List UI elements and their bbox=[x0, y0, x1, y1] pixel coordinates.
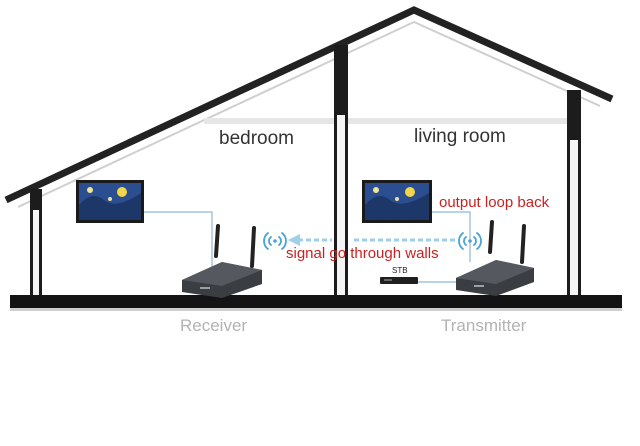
stb-label: STB bbox=[392, 266, 408, 275]
transmitter-caption: Transmitter bbox=[441, 316, 527, 335]
tv-icon bbox=[76, 180, 144, 223]
roof bbox=[4, 6, 614, 208]
wireless-receiver-icon bbox=[182, 224, 262, 298]
set-top-box-icon bbox=[380, 277, 418, 284]
floor bbox=[10, 295, 622, 308]
signal-note: signal go through walls bbox=[286, 245, 439, 262]
wifi-signal-icon bbox=[263, 232, 287, 250]
receiver-caption: Receiver bbox=[180, 316, 248, 335]
walls bbox=[30, 45, 581, 295]
tv-icon bbox=[362, 180, 432, 223]
wireless-transmitter-icon bbox=[456, 220, 534, 296]
floor-shadow bbox=[10, 308, 622, 311]
signal-arrow bbox=[288, 234, 456, 246]
ceiling-bands bbox=[204, 118, 567, 124]
room-label-living-room: living room bbox=[414, 126, 506, 147]
output-loop-note: output loop back bbox=[439, 194, 550, 211]
wifi-signal-icon bbox=[458, 232, 482, 250]
room-label-bedroom: bedroom bbox=[219, 128, 294, 149]
cables bbox=[144, 211, 471, 283]
